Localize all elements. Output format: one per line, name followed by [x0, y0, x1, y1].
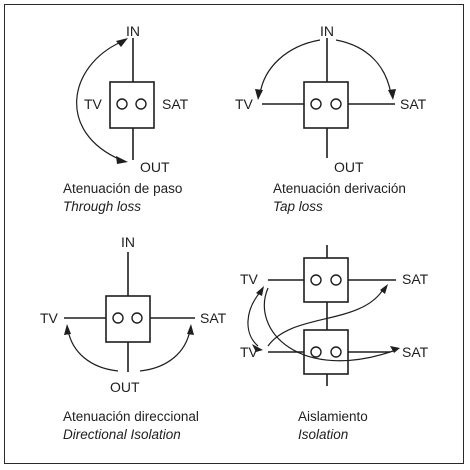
panel-directional-isolation: IN TV SAT OUT Atenuación direccional Dir… — [40, 234, 227, 442]
panel-through-loss: IN TV SAT OUT Atenuación de paso Through… — [63, 23, 189, 214]
arrowhead — [390, 346, 400, 353]
sat-port — [135, 98, 147, 110]
arrowhead — [187, 324, 194, 335]
out-label: OUT — [140, 159, 170, 175]
bottom-sat-port — [330, 346, 342, 358]
out-label: OUT — [110, 379, 140, 395]
in-label: IN — [126, 23, 140, 39]
diagram-frame — [4, 4, 464, 464]
bottom-tv-port — [310, 346, 322, 358]
through-loss-arrow — [76, 41, 122, 161]
tv-bottom-label: TV — [240, 344, 259, 360]
isolation-arrow-long — [263, 287, 397, 362]
arrowhead — [388, 89, 396, 100]
in-label: IN — [121, 234, 135, 250]
caption-en: Through loss — [63, 199, 141, 214]
directional-arrow-sat — [139, 329, 191, 372]
tv-port — [310, 98, 322, 110]
tap-loss-arrow-tv — [259, 39, 321, 95]
sat-port — [131, 312, 143, 324]
caption-es: Atenuación direccional — [63, 409, 199, 424]
arrowhead — [116, 38, 128, 47]
arrowhead — [64, 324, 71, 335]
tv-port — [116, 98, 128, 110]
arrowhead — [380, 284, 388, 294]
directional-arrow-tv — [67, 329, 119, 372]
arrowhead — [255, 89, 263, 100]
caption-en: Directional Isolation — [63, 427, 181, 442]
sat-label: SAT — [162, 96, 189, 112]
panel-tap-loss: IN TV SAT OUT Atenuación derivación Tap … — [235, 23, 427, 214]
caption-es: Aislamiento — [298, 409, 368, 424]
arrowhead — [116, 156, 128, 164]
in-label: IN — [320, 23, 334, 39]
tv-label: TV — [84, 96, 103, 112]
isolation-arrow-tv-tv — [247, 289, 263, 347]
caption-es: Atenuación de paso — [63, 181, 182, 196]
sat-top-label: SAT — [402, 271, 429, 287]
caption-en: Isolation — [298, 427, 348, 442]
top-tv-port — [310, 274, 322, 286]
arrowhead — [252, 344, 263, 352]
caption-es: Atenuación derivación — [273, 181, 406, 196]
sat-port — [330, 98, 342, 110]
panel-isolation: TV SAT TV SAT Aislamiento Isolation — [240, 245, 429, 442]
sat-label: SAT — [200, 310, 227, 326]
tv-port — [112, 312, 124, 324]
sat-bottom-label: SAT — [402, 344, 429, 360]
tv-top-label: TV — [240, 271, 259, 287]
tv-label: TV — [40, 310, 59, 326]
isolation-arrow-tv-sat — [267, 287, 385, 347]
sat-label: SAT — [400, 96, 427, 112]
tap-loss-arrow-sat — [335, 39, 392, 95]
caption-en: Tap loss — [273, 199, 323, 214]
top-sat-port — [330, 274, 342, 286]
tv-label: TV — [235, 96, 254, 112]
arrowhead — [256, 286, 264, 296]
out-label: OUT — [334, 159, 364, 175]
